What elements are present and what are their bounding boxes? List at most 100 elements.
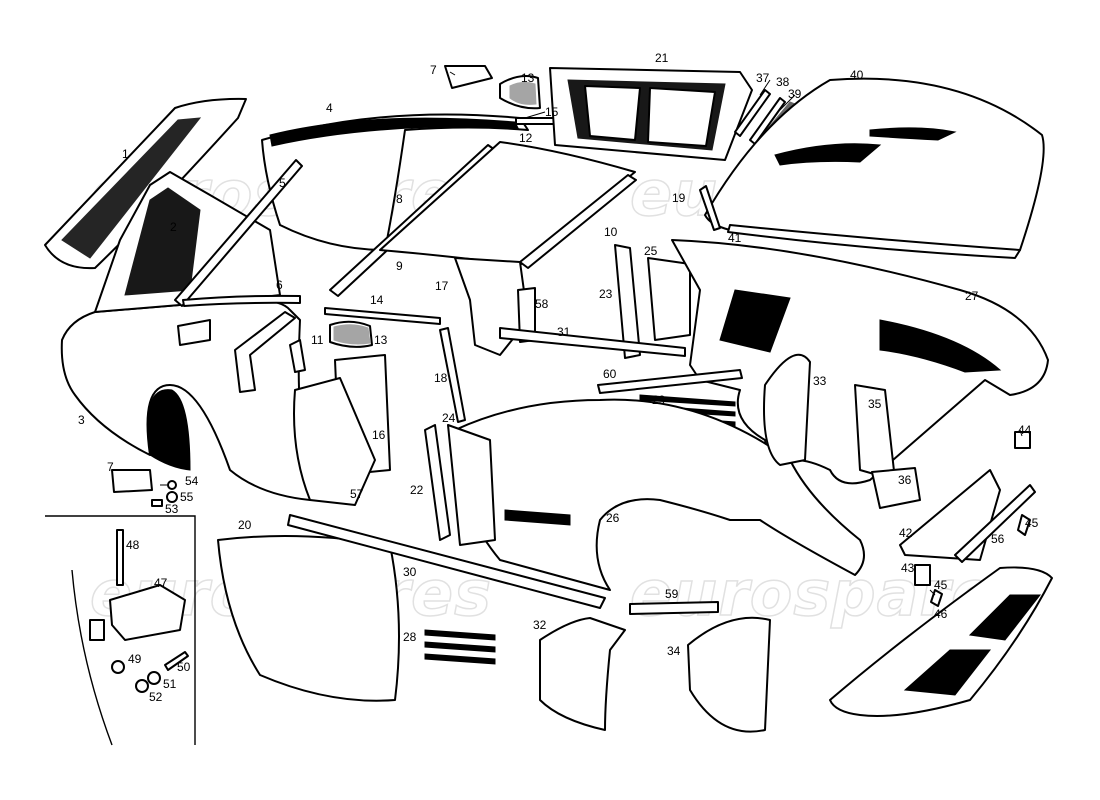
callout-46: 46 bbox=[934, 607, 948, 621]
callout-52: 52 bbox=[149, 690, 163, 704]
part-screw-53 bbox=[151, 499, 163, 507]
part-bracket-36 bbox=[871, 467, 921, 509]
callout-16: 16 bbox=[372, 428, 386, 442]
leader-lines bbox=[160, 71, 1023, 596]
part-roof-panel bbox=[379, 141, 636, 266]
part-front-body-shell bbox=[60, 171, 311, 501]
callout-5: 5 bbox=[279, 176, 286, 190]
part-wheelarch-33 bbox=[763, 353, 811, 466]
part-a-pillar-left bbox=[174, 159, 303, 307]
callout-51: 51 bbox=[163, 677, 177, 691]
part-wheelarch-liner-32 bbox=[539, 617, 626, 731]
part-clip-43 bbox=[914, 564, 931, 586]
part-door-shut-24 bbox=[447, 424, 496, 546]
part-screw-45-upper bbox=[1017, 514, 1031, 536]
callout-29: 29 bbox=[652, 393, 666, 407]
callout-50: 50 bbox=[177, 660, 191, 674]
callout-49: 49 bbox=[128, 652, 142, 666]
callout-9: 9 bbox=[396, 259, 403, 273]
part-washer-51 bbox=[147, 671, 161, 685]
callout-24: 24 bbox=[442, 411, 456, 425]
part-strip-56 bbox=[954, 484, 1036, 563]
part-rear-window-frame bbox=[549, 67, 753, 161]
callout-26: 26 bbox=[606, 511, 620, 525]
callout-21: 21 bbox=[655, 51, 669, 65]
part-rear-trim-19 bbox=[699, 185, 721, 231]
part-windscreen-surround bbox=[261, 113, 529, 251]
part-grille-lower-mesh bbox=[333, 324, 371, 345]
part-pillar-trim-18 bbox=[439, 327, 466, 423]
callout-34: 34 bbox=[667, 644, 681, 658]
callout-2: 2 bbox=[170, 220, 177, 234]
callout-33: 33 bbox=[813, 374, 827, 388]
part-rear-bumper bbox=[829, 566, 1053, 717]
callout-42: 42 bbox=[899, 526, 913, 540]
part-door-frame bbox=[234, 311, 296, 393]
callout-7-top: 7 bbox=[430, 63, 437, 77]
part-inner-panel-25 bbox=[647, 257, 691, 341]
callout-14: 14 bbox=[370, 293, 384, 307]
part-washer-52 bbox=[135, 679, 149, 693]
callout-43: 43 bbox=[901, 561, 915, 575]
callout-11: 11 bbox=[311, 333, 324, 347]
callout-44: 44 bbox=[1018, 423, 1032, 437]
part-hood-seal-41 bbox=[727, 224, 1021, 259]
callout-10: 10 bbox=[604, 225, 618, 239]
callout-36: 36 bbox=[898, 473, 912, 487]
part-rear-strip-60 bbox=[597, 369, 743, 394]
part-wheelarch-liner-34 bbox=[687, 616, 771, 733]
part-sill-strip-30 bbox=[287, 514, 606, 609]
callout-8: 8 bbox=[396, 192, 403, 206]
part-rear-strip-37 bbox=[734, 89, 771, 137]
callout-37: 37 bbox=[756, 71, 770, 85]
callout-22: 22 bbox=[410, 483, 424, 497]
callout-38: 38 bbox=[776, 75, 790, 89]
part-door-trim-57 bbox=[293, 377, 376, 506]
part-door-check-11 bbox=[289, 339, 306, 373]
callout-32: 32 bbox=[533, 618, 547, 632]
callout-60: 60 bbox=[603, 367, 617, 381]
callout-13-top: 13 bbox=[521, 71, 535, 85]
callout-12: 12 bbox=[519, 131, 533, 145]
part-sill-31 bbox=[499, 327, 686, 357]
callout-39: 39 bbox=[788, 87, 802, 101]
callout-1: 1 bbox=[122, 147, 129, 161]
part-rear-hood bbox=[704, 77, 1045, 252]
callout-17: 17 bbox=[435, 279, 449, 293]
callout-3: 3 bbox=[78, 413, 85, 427]
part-bolt-50 bbox=[164, 651, 189, 671]
callout-55: 55 bbox=[180, 490, 194, 504]
callout-48: 48 bbox=[126, 538, 140, 552]
part-roof-edge-trim bbox=[519, 174, 637, 269]
callout-41: 41 bbox=[728, 231, 742, 245]
part-nut-55 bbox=[166, 491, 178, 503]
part-nut-49 bbox=[111, 660, 125, 674]
inset-frame bbox=[45, 515, 196, 745]
part-grille-top bbox=[499, 75, 541, 110]
callout-53: 53 bbox=[165, 502, 179, 516]
part-quarter-trim-23 bbox=[614, 244, 641, 359]
part-handle-lower bbox=[111, 469, 153, 493]
part-sill-trim-front bbox=[182, 294, 301, 307]
callout-40: 40 bbox=[850, 68, 864, 82]
part-hinge-47 bbox=[109, 584, 186, 641]
callout-13-lower: 13 bbox=[374, 333, 388, 347]
callout-27: 27 bbox=[965, 289, 979, 303]
callout-56: 56 bbox=[991, 532, 1005, 546]
callout-18: 18 bbox=[434, 371, 448, 385]
part-door-skin bbox=[217, 535, 400, 702]
callout-45-upper: 45 bbox=[1025, 516, 1039, 530]
inset-body-curve bbox=[71, 569, 113, 746]
callout-23: 23 bbox=[599, 287, 613, 301]
callout-labels: 1 2 3 4 5 6 7 7 8 9 10 11 12 13 13 14 15… bbox=[78, 51, 1039, 704]
part-bushing bbox=[89, 619, 105, 641]
part-trim-strip-14 bbox=[324, 307, 441, 325]
callout-19: 19 bbox=[672, 191, 686, 205]
callout-28: 28 bbox=[403, 630, 417, 644]
callout-45-lower: 45 bbox=[934, 578, 948, 592]
callout-25: 25 bbox=[644, 244, 658, 258]
callout-20: 20 bbox=[238, 518, 252, 532]
callout-7-lower: 7 bbox=[107, 460, 114, 474]
callout-58: 58 bbox=[535, 297, 549, 311]
